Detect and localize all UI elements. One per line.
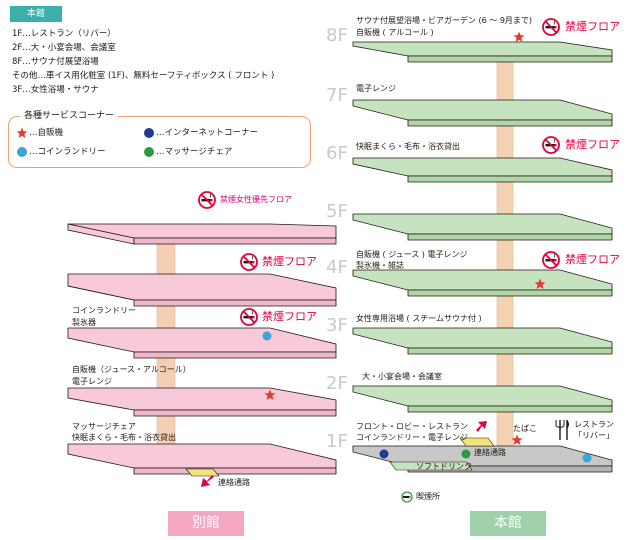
restaurant-cutlery-icon	[555, 420, 569, 440]
main-floor-4	[352, 269, 613, 297]
main-laundry-dot	[582, 453, 592, 463]
annex-microwave-label: 電子レンジ	[72, 377, 112, 386]
annex-floor-top	[67, 223, 337, 245]
annex-passage-label: 連絡通路	[218, 478, 250, 487]
annex-laundry-label: コインランドリー	[72, 306, 136, 315]
annex-massage-label: マッサージチェア	[72, 422, 136, 431]
annex-passage-arrow	[201, 475, 214, 487]
info-tag: 本館	[10, 6, 62, 22]
laundry-dot-icon	[17, 147, 27, 157]
main-f7-label: 電子レンジ	[356, 84, 396, 93]
main-f3-label: 女性専用浴場 ( スチームサウナ付 )	[356, 314, 482, 323]
main-passage-label: 連絡通路	[474, 448, 506, 457]
main-f2-label: 大・小宴会場・会議室	[362, 372, 442, 381]
main-passage-block	[459, 437, 495, 447]
main-building-label: 本館	[470, 511, 546, 536]
floor-label-2f: 2F	[326, 373, 348, 394]
info-line-8f: 8F…サウナ付展望浴場	[12, 57, 99, 67]
main-f4-label-2: 製氷機・雑誌	[356, 261, 404, 270]
annex-floor-4	[67, 387, 337, 417]
main-f4-label-1: 自販機 ( ジュース ) 電子レンジ	[356, 250, 468, 259]
main-restaurant-label-2: 「リバー」	[574, 431, 614, 440]
main-passage-arrow	[476, 421, 487, 432]
smoking-area-icon	[401, 491, 413, 503]
floor-label-1f: 1F	[326, 431, 348, 452]
floor-label-3f: 3F	[326, 315, 348, 336]
main-f8-nosmoke-label: 禁煙フロア	[565, 20, 620, 33]
annex-women-floor-label: 禁煙女性優先フロア	[220, 195, 292, 204]
annex-floor-5	[67, 443, 337, 475]
annex-floor-3	[67, 327, 337, 359]
main-floor-3	[352, 327, 613, 355]
vending-star-icon	[16, 127, 28, 138]
info-line-other: その他…車イス用化粧室 (1F)、無料セーフティボックス ( フロント )	[12, 71, 275, 81]
massage-dot-icon	[144, 147, 154, 157]
floor-label-5f: 5F	[326, 201, 348, 222]
annex-pillow-label: 快眠まくら・毛布・浴衣貸出	[72, 433, 176, 442]
annex-nosmoke-icon-b	[240, 308, 258, 326]
services-legend	[8, 116, 311, 168]
annex-vending-label: 自販機（ジュース・アルコール）	[72, 365, 191, 374]
floor-label-8f: 8F	[326, 25, 348, 46]
main-internet-dot	[379, 449, 389, 459]
main-f8-nosmoke-icon	[542, 18, 560, 36]
main-f4-nosmoke-label: 禁煙フロア	[565, 253, 620, 266]
services-massage: …マッサージチェア	[156, 147, 233, 157]
main-floor-7	[352, 99, 613, 127]
main-floor-2	[352, 385, 613, 413]
floor-label-4f: 4F	[326, 257, 348, 278]
info-line-2f: 2F…大・小宴会場、会議室	[12, 43, 116, 53]
services-laundry: …コインランドリー	[29, 147, 106, 157]
annex-nosmoke-label-b: 禁煙フロア	[262, 310, 317, 323]
main-floor-6	[352, 157, 613, 183]
annex-building-label: 別館	[168, 511, 244, 536]
annex-women-nosmoke-icon	[198, 191, 216, 209]
annex-nosmoke-icon-a	[240, 253, 258, 271]
main-f6-label: 快眠まくら・毛布・浴衣貸出	[356, 142, 460, 151]
info-line-1f: 1F…レストラン（リバー）	[12, 29, 116, 39]
annex-passage-block	[185, 468, 220, 477]
main-f8-label: サウナ付展望浴場・ビアガーデン (6 ～ 9月まで)	[356, 16, 533, 25]
floor-label-7f: 7F	[326, 85, 348, 106]
main-f8-vending-star	[513, 31, 525, 42]
soft-drink-label: ソフトドリンク	[416, 462, 472, 471]
info-line-3f: 3F…女性浴場・サウナ	[12, 85, 99, 95]
smoking-area-label: 喫煙所	[416, 492, 440, 501]
main-restaurant-label-1: レストラン	[574, 420, 614, 429]
main-floor-8	[352, 41, 613, 63]
main-f8-vending: 自販機 ( アルコール )	[356, 28, 434, 37]
floor-label-6f: 6F	[326, 143, 348, 164]
services-vending: …自販機	[29, 128, 64, 138]
soft-drink-box	[389, 461, 473, 471]
services-internet: …インターネットコーナー	[156, 128, 259, 138]
annex-ice-label: 製氷器	[72, 318, 96, 327]
annex-laundry-dot	[262, 331, 272, 341]
main-f1-label-2: コインランドリー・電子レンジ	[356, 433, 468, 442]
main-floor-5	[352, 213, 613, 241]
annex-nosmoke-label-a: 禁煙フロア	[262, 255, 317, 268]
main-f6-nosmoke-icon	[542, 136, 560, 154]
main-f4-nosmoke-icon	[542, 251, 560, 269]
main-massage-dot	[461, 449, 471, 459]
internet-dot-icon	[144, 128, 154, 138]
main-f1-label-1: フロント・ロビー・レストラン	[356, 422, 468, 431]
services-title: 各種サービスコーナー	[20, 111, 119, 122]
main-f6-nosmoke-label: 禁煙フロア	[565, 138, 620, 151]
annex-floor-2	[67, 273, 337, 307]
main-tobacco-label: たばこ	[513, 424, 537, 433]
